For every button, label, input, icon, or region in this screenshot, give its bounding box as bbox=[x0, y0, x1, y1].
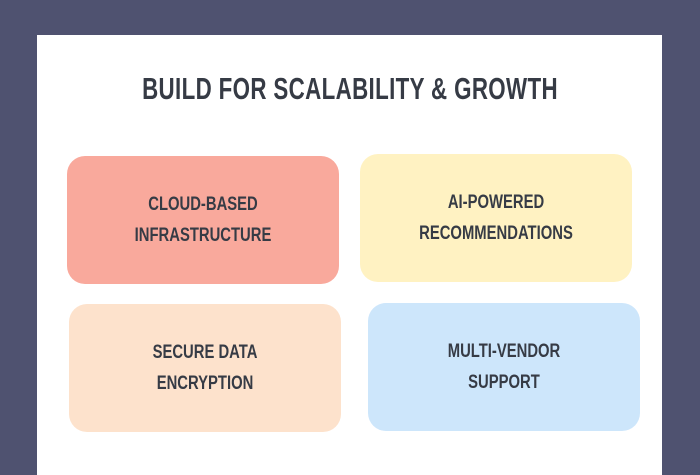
page-title: BUILD FOR SCALABILITY & GROWTH bbox=[142, 71, 558, 106]
